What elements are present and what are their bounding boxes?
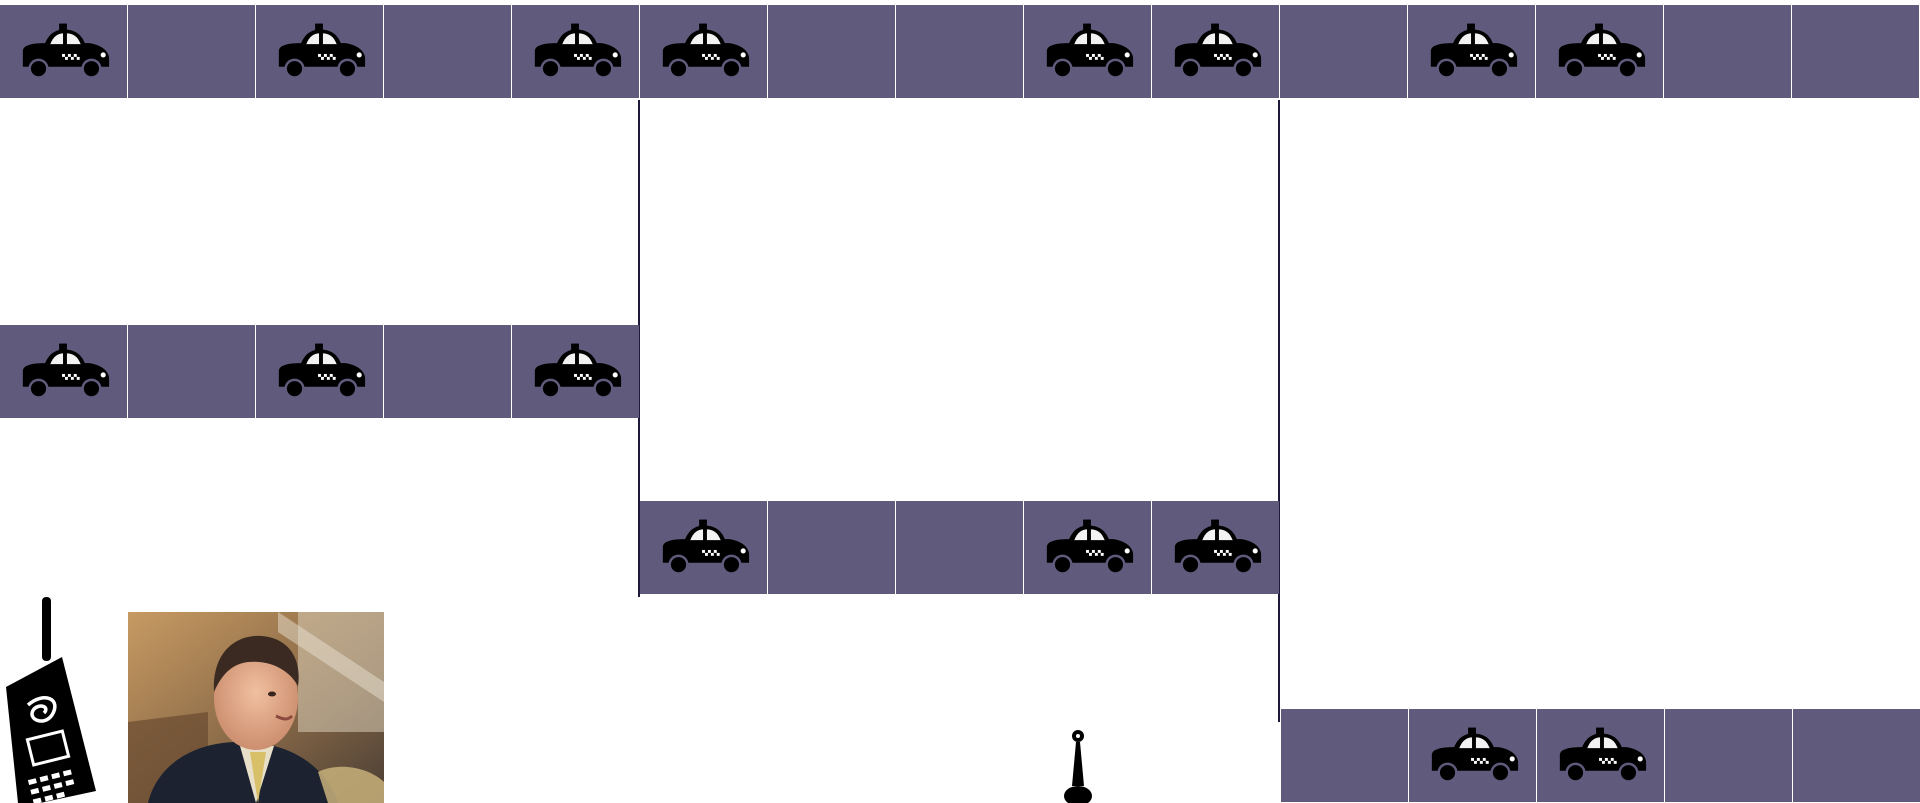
taxi-icon xyxy=(1551,21,1649,83)
tile-center-lower-5[interactable] xyxy=(1152,501,1279,594)
portrait-photo xyxy=(128,612,384,803)
taxi-icon xyxy=(1552,725,1650,787)
tile-left-middle-4[interactable] xyxy=(384,325,511,418)
tile-top-12[interactable] xyxy=(1408,5,1535,98)
tile-right-bottom-3[interactable] xyxy=(1537,709,1664,802)
tile-top-7[interactable] xyxy=(768,5,895,98)
tile-top-10[interactable] xyxy=(1152,5,1279,98)
tile-top-3[interactable] xyxy=(256,5,383,98)
divider-line-right xyxy=(1278,100,1280,722)
tile-center-lower-1[interactable] xyxy=(640,501,767,594)
tile-top-9[interactable] xyxy=(1024,5,1151,98)
taxi-icon xyxy=(1424,725,1522,787)
tile-top-13[interactable] xyxy=(1536,5,1663,98)
tile-left-middle-3[interactable] xyxy=(256,325,383,418)
taxi-icon xyxy=(15,341,113,403)
tile-left-middle-5[interactable] xyxy=(512,325,639,418)
taxi-icon xyxy=(1423,21,1521,83)
tile-top-8[interactable] xyxy=(896,5,1023,98)
tile-right-bottom-5[interactable] xyxy=(1793,709,1920,802)
taxi-icon xyxy=(271,21,369,83)
taxi-icon xyxy=(271,341,369,403)
taxi-icon xyxy=(527,21,625,83)
tile-top-5[interactable] xyxy=(512,5,639,98)
mobile-phone-icon xyxy=(0,595,100,803)
tile-left-middle-2[interactable] xyxy=(128,325,255,418)
tile-center-lower-3[interactable] xyxy=(896,501,1023,594)
tile-top-14[interactable] xyxy=(1664,5,1791,98)
taxi-icon xyxy=(527,341,625,403)
tile-top-2[interactable] xyxy=(128,5,255,98)
antenna-icon xyxy=(1058,728,1098,803)
tile-top-11[interactable] xyxy=(1280,5,1407,98)
taxi-icon xyxy=(1039,517,1137,579)
tile-top-15[interactable] xyxy=(1792,5,1919,98)
tile-right-bottom-1[interactable] xyxy=(1281,709,1408,802)
tile-top-1[interactable] xyxy=(0,5,127,98)
taxi-icon xyxy=(1039,21,1137,83)
tile-left-middle-1[interactable] xyxy=(0,325,127,418)
tile-top-6[interactable] xyxy=(640,5,767,98)
taxi-icon xyxy=(655,517,753,579)
tile-center-lower-4[interactable] xyxy=(1024,501,1151,594)
taxi-icon xyxy=(1167,21,1265,83)
taxi-icon xyxy=(15,21,113,83)
taxi-icon xyxy=(655,21,753,83)
tile-top-4[interactable] xyxy=(384,5,511,98)
tile-right-bottom-4[interactable] xyxy=(1665,709,1792,802)
tile-center-lower-2[interactable] xyxy=(768,501,895,594)
tile-right-bottom-2[interactable] xyxy=(1409,709,1536,802)
taxi-icon xyxy=(1167,517,1265,579)
